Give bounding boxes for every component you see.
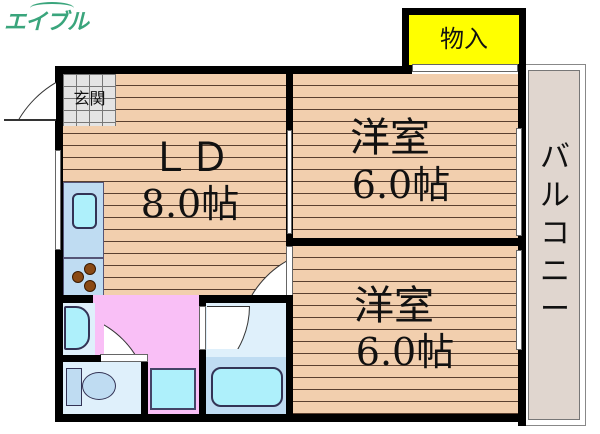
window-left <box>55 150 61 250</box>
burner-icon <box>84 263 96 275</box>
wall-wet-top-right <box>199 295 293 303</box>
closet: 物入 <box>409 15 519 65</box>
balcony-label: バルコニー <box>540 140 570 327</box>
western-top-name: 洋室 <box>350 115 430 161</box>
closet-door[interactable] <box>412 64 518 72</box>
window-top-right <box>516 128 522 236</box>
kitchen-sink <box>72 193 97 229</box>
wall-toilet-right <box>141 362 148 414</box>
window-bottom-right <box>516 250 522 350</box>
bathroom-door-leaf <box>199 306 206 350</box>
closet-label: 物入 <box>440 25 488 53</box>
washbasin <box>64 306 90 350</box>
western-bottom-floor <box>293 246 518 414</box>
western-bottom-size: 6.0帖 <box>355 330 455 374</box>
genkan: 玄関 <box>63 74 116 126</box>
wall-bottom <box>55 414 526 422</box>
western-bottom-door-leaf <box>286 246 293 296</box>
ld-size: 8.0帖 <box>140 182 240 226</box>
stove <box>63 258 104 296</box>
western-bottom-name: 洋室 <box>354 283 434 329</box>
kitchen-counter <box>63 182 104 258</box>
balcony: バルコニー <box>528 70 580 420</box>
western-top-size: 6.0帖 <box>351 163 451 207</box>
wall-toilet-top <box>55 355 101 362</box>
wall-top-mid <box>286 66 412 74</box>
entrance-door-leaf <box>4 119 56 121</box>
logo-swoosh <box>30 2 74 14</box>
wall-between-western <box>286 238 526 246</box>
brand-logo: エイブル <box>4 4 89 36</box>
wall-top-left <box>55 66 293 74</box>
logo-text: エイブル <box>4 10 89 35</box>
western-top-floor <box>293 74 518 238</box>
ld-name: ＬＤ <box>150 135 230 181</box>
toilet-door-leaf <box>100 354 148 362</box>
burner-icon <box>72 271 84 283</box>
toilet-tank <box>66 368 82 406</box>
sliding-door-ld-western[interactable] <box>287 130 292 234</box>
genkan-label: 玄関 <box>73 89 106 108</box>
burner-icon <box>84 280 96 292</box>
washing-machine-pan <box>150 368 196 410</box>
wall-bath-left <box>199 295 206 414</box>
toilet-bowl <box>82 372 116 400</box>
bathtub <box>211 367 283 407</box>
